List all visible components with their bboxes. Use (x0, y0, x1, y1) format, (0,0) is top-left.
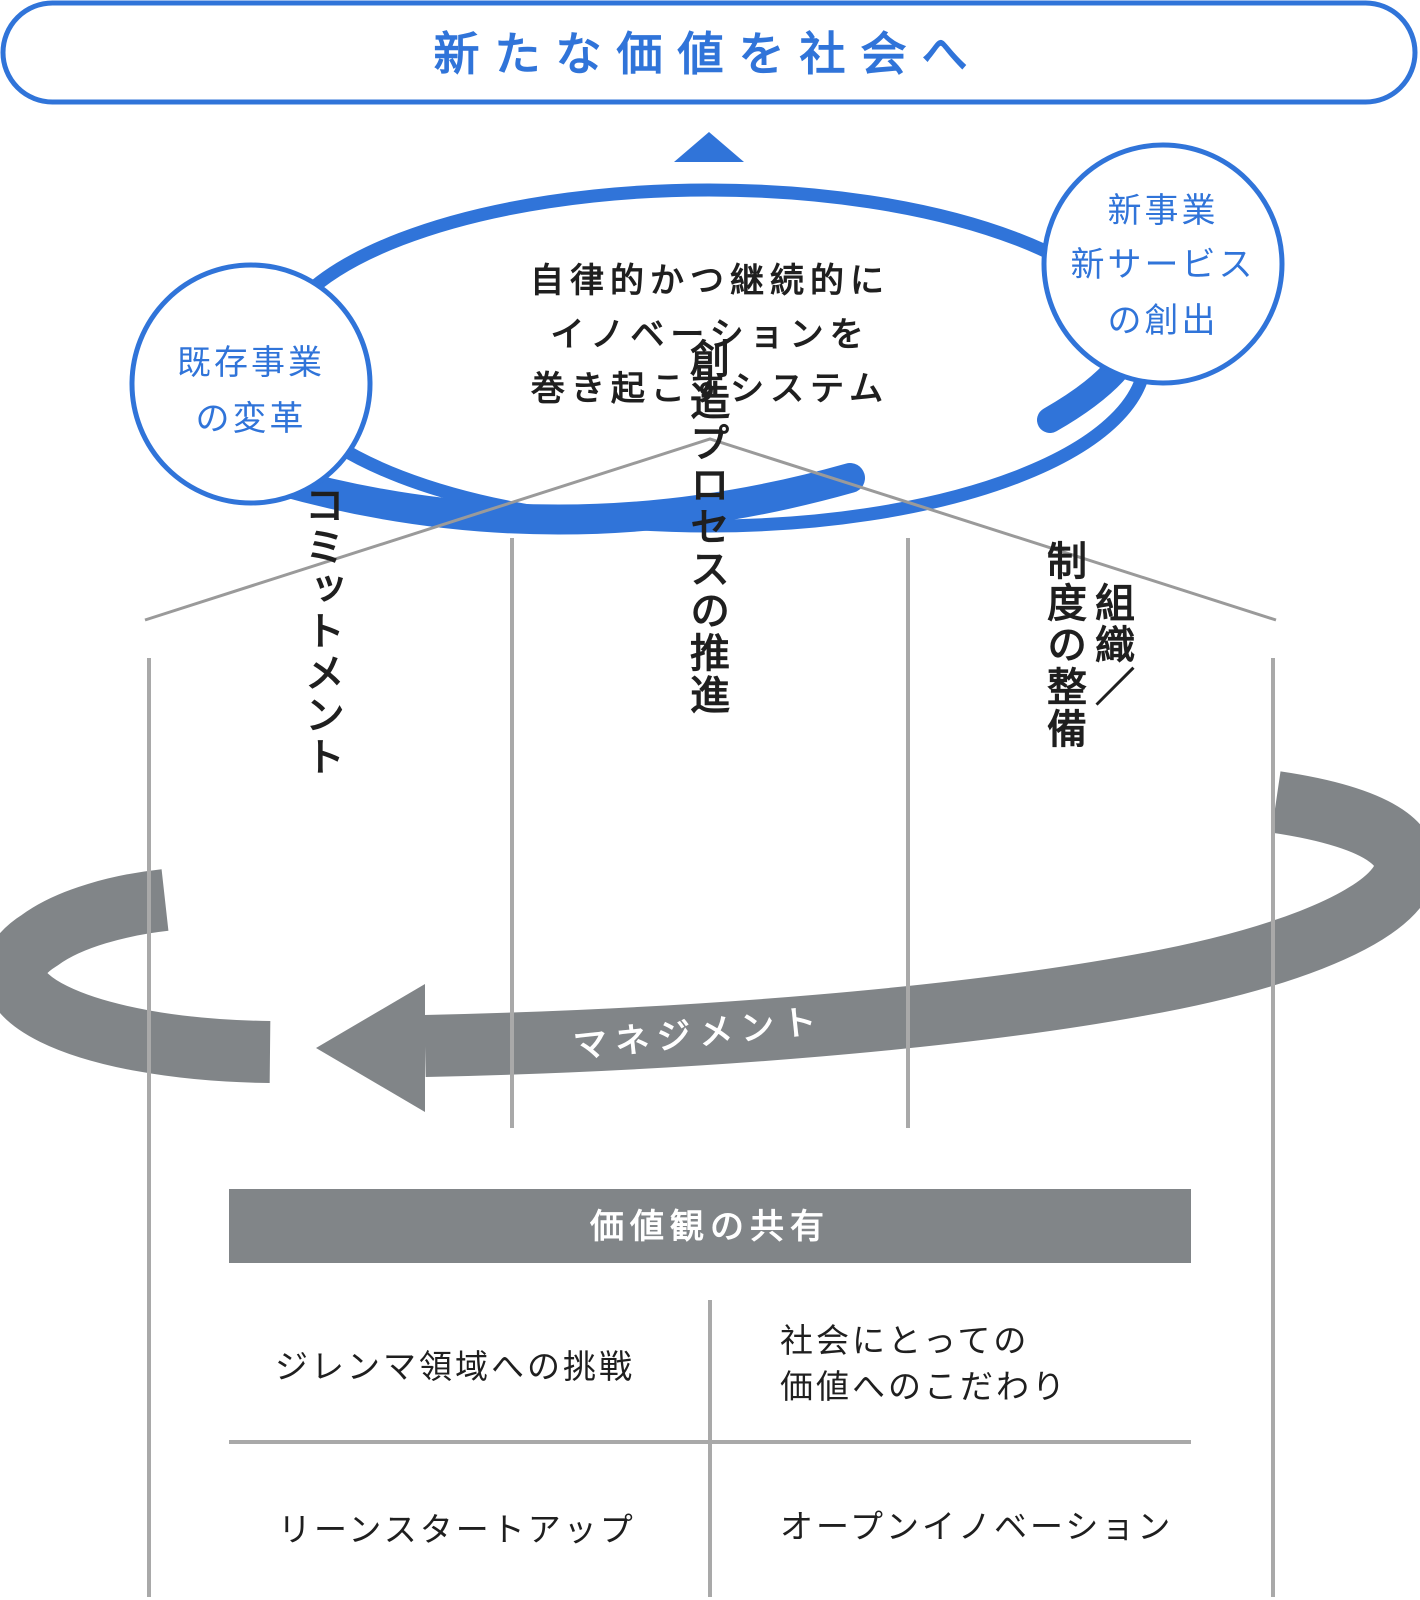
cycle-center-line-2: イノベーションを (550, 315, 869, 355)
pillar-3-label-line-1: 組織／ (1088, 582, 1135, 708)
foundation-cell-3: リーンスタートアップ (278, 1510, 636, 1549)
house-roof (144, 437, 1277, 622)
foundation-cell-1: ジレンマ領域への挑戦 (275, 1347, 635, 1386)
foundation-cell-2-line-2: 価値へのこだわり (780, 1367, 1068, 1406)
right-circle-line-3: の創出 (1108, 301, 1219, 341)
cycle-center-text: 自律的かつ継続的に イノベーションを 巻き起こすシステム (530, 261, 890, 409)
cycle-center-line-3: 巻き起こすシステム (531, 369, 889, 409)
management-swoosh-left (0, 869, 271, 1083)
left-circle-line-2: の変革 (196, 399, 307, 439)
management-swoosh-band (424, 771, 1420, 1077)
banner-frame (0, 0, 1418, 105)
right-circle (1041, 142, 1285, 386)
pillar-2-label: 創造プロセスの推進 (683, 338, 730, 716)
foundation-cell-2-line-1: 社会にとっての (780, 1321, 1029, 1360)
left-circle (129, 262, 373, 506)
foundation-cell-4: オープンイノベーション (780, 1507, 1173, 1546)
cycle-ring-thick-arc (263, 463, 865, 535)
pillar-1-label: コミットメント (298, 484, 344, 778)
right-circle-line-2: 新サービス (1071, 245, 1256, 285)
pillar-3-label-line-2: 制度の整備 (1040, 540, 1087, 750)
cycle-center-line-1: 自律的かつ継続的に (530, 261, 890, 301)
banner-title: 新たな価値を社会へ (434, 27, 983, 81)
foundation-title-bar (229, 1189, 1191, 1263)
left-circle-line-1: 既存事業 (177, 343, 325, 383)
management-arrowhead-icon (316, 984, 425, 1112)
right-circle-line-1: 新事業 (1108, 191, 1219, 231)
up-triangle-icon (674, 132, 744, 162)
foundation-title: 価値観の共有 (589, 1207, 830, 1247)
